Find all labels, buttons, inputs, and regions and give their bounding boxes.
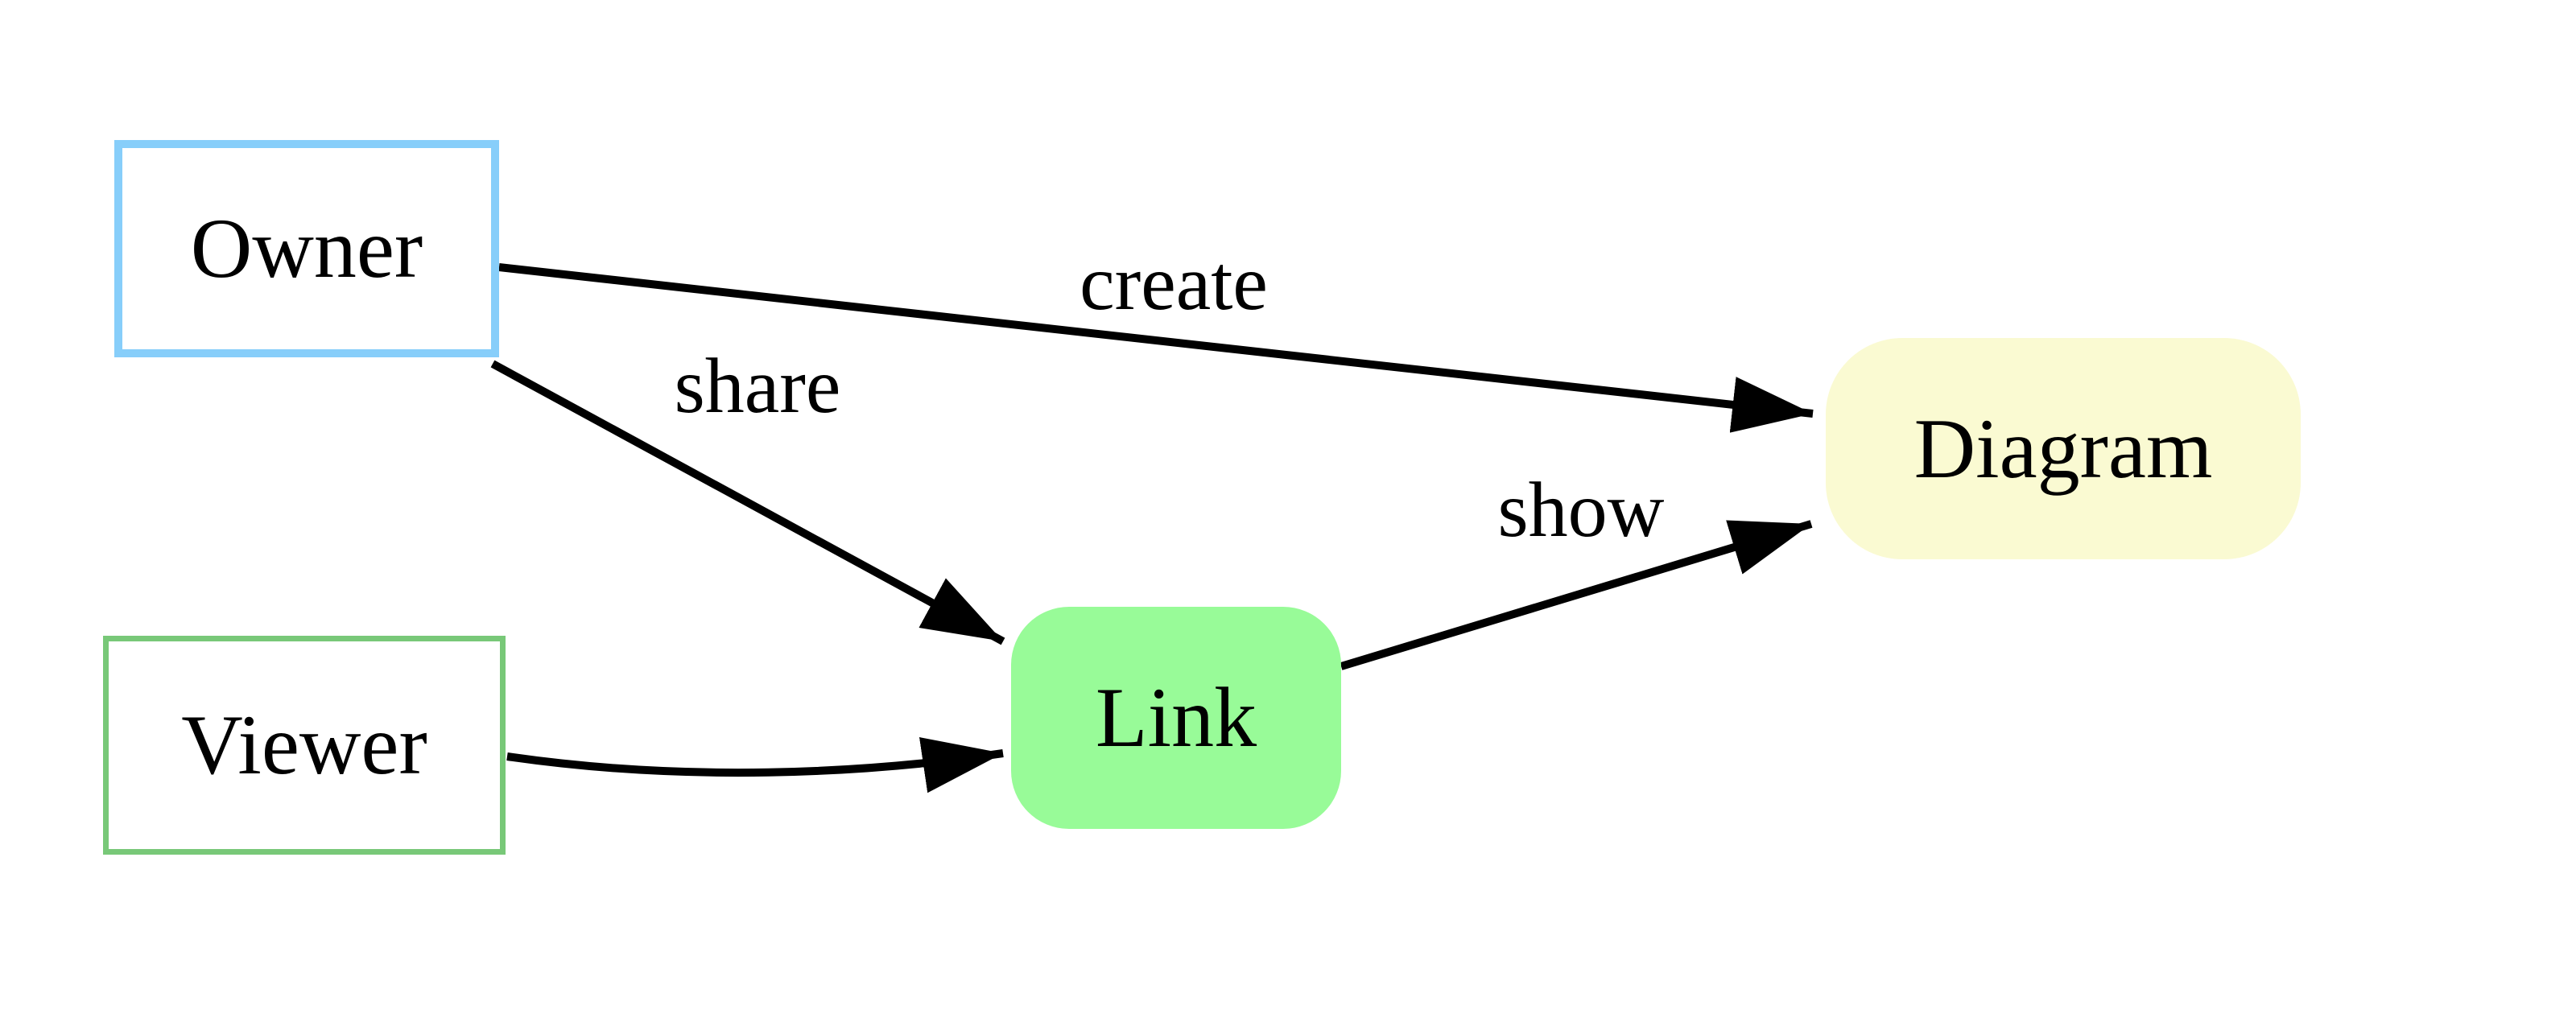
edge-link-to-diagram-show-arrow — [1340, 520, 1813, 670]
node-owner: Owner — [114, 140, 499, 357]
node-link-label: Link — [1095, 670, 1257, 765]
edge-label-create: create — [1080, 240, 1268, 327]
edge-label-share: share — [674, 343, 841, 430]
node-owner-label: Owner — [190, 201, 423, 295]
edge-owner-to-link-share-arrow — [490, 360, 1005, 645]
edge-owner-to-diagram-create-arrow — [498, 263, 1814, 433]
node-link: Link — [1011, 607, 1341, 829]
edge-label-show: show — [1497, 467, 1665, 554]
node-diagram-label: Diagram — [1913, 401, 2213, 496]
node-viewer: Viewer — [103, 636, 506, 855]
node-diagram: Diagram — [1826, 338, 2301, 559]
node-viewer-label: Viewer — [181, 698, 427, 792]
edge-viewer-to-link-arrow — [506, 736, 1004, 793]
